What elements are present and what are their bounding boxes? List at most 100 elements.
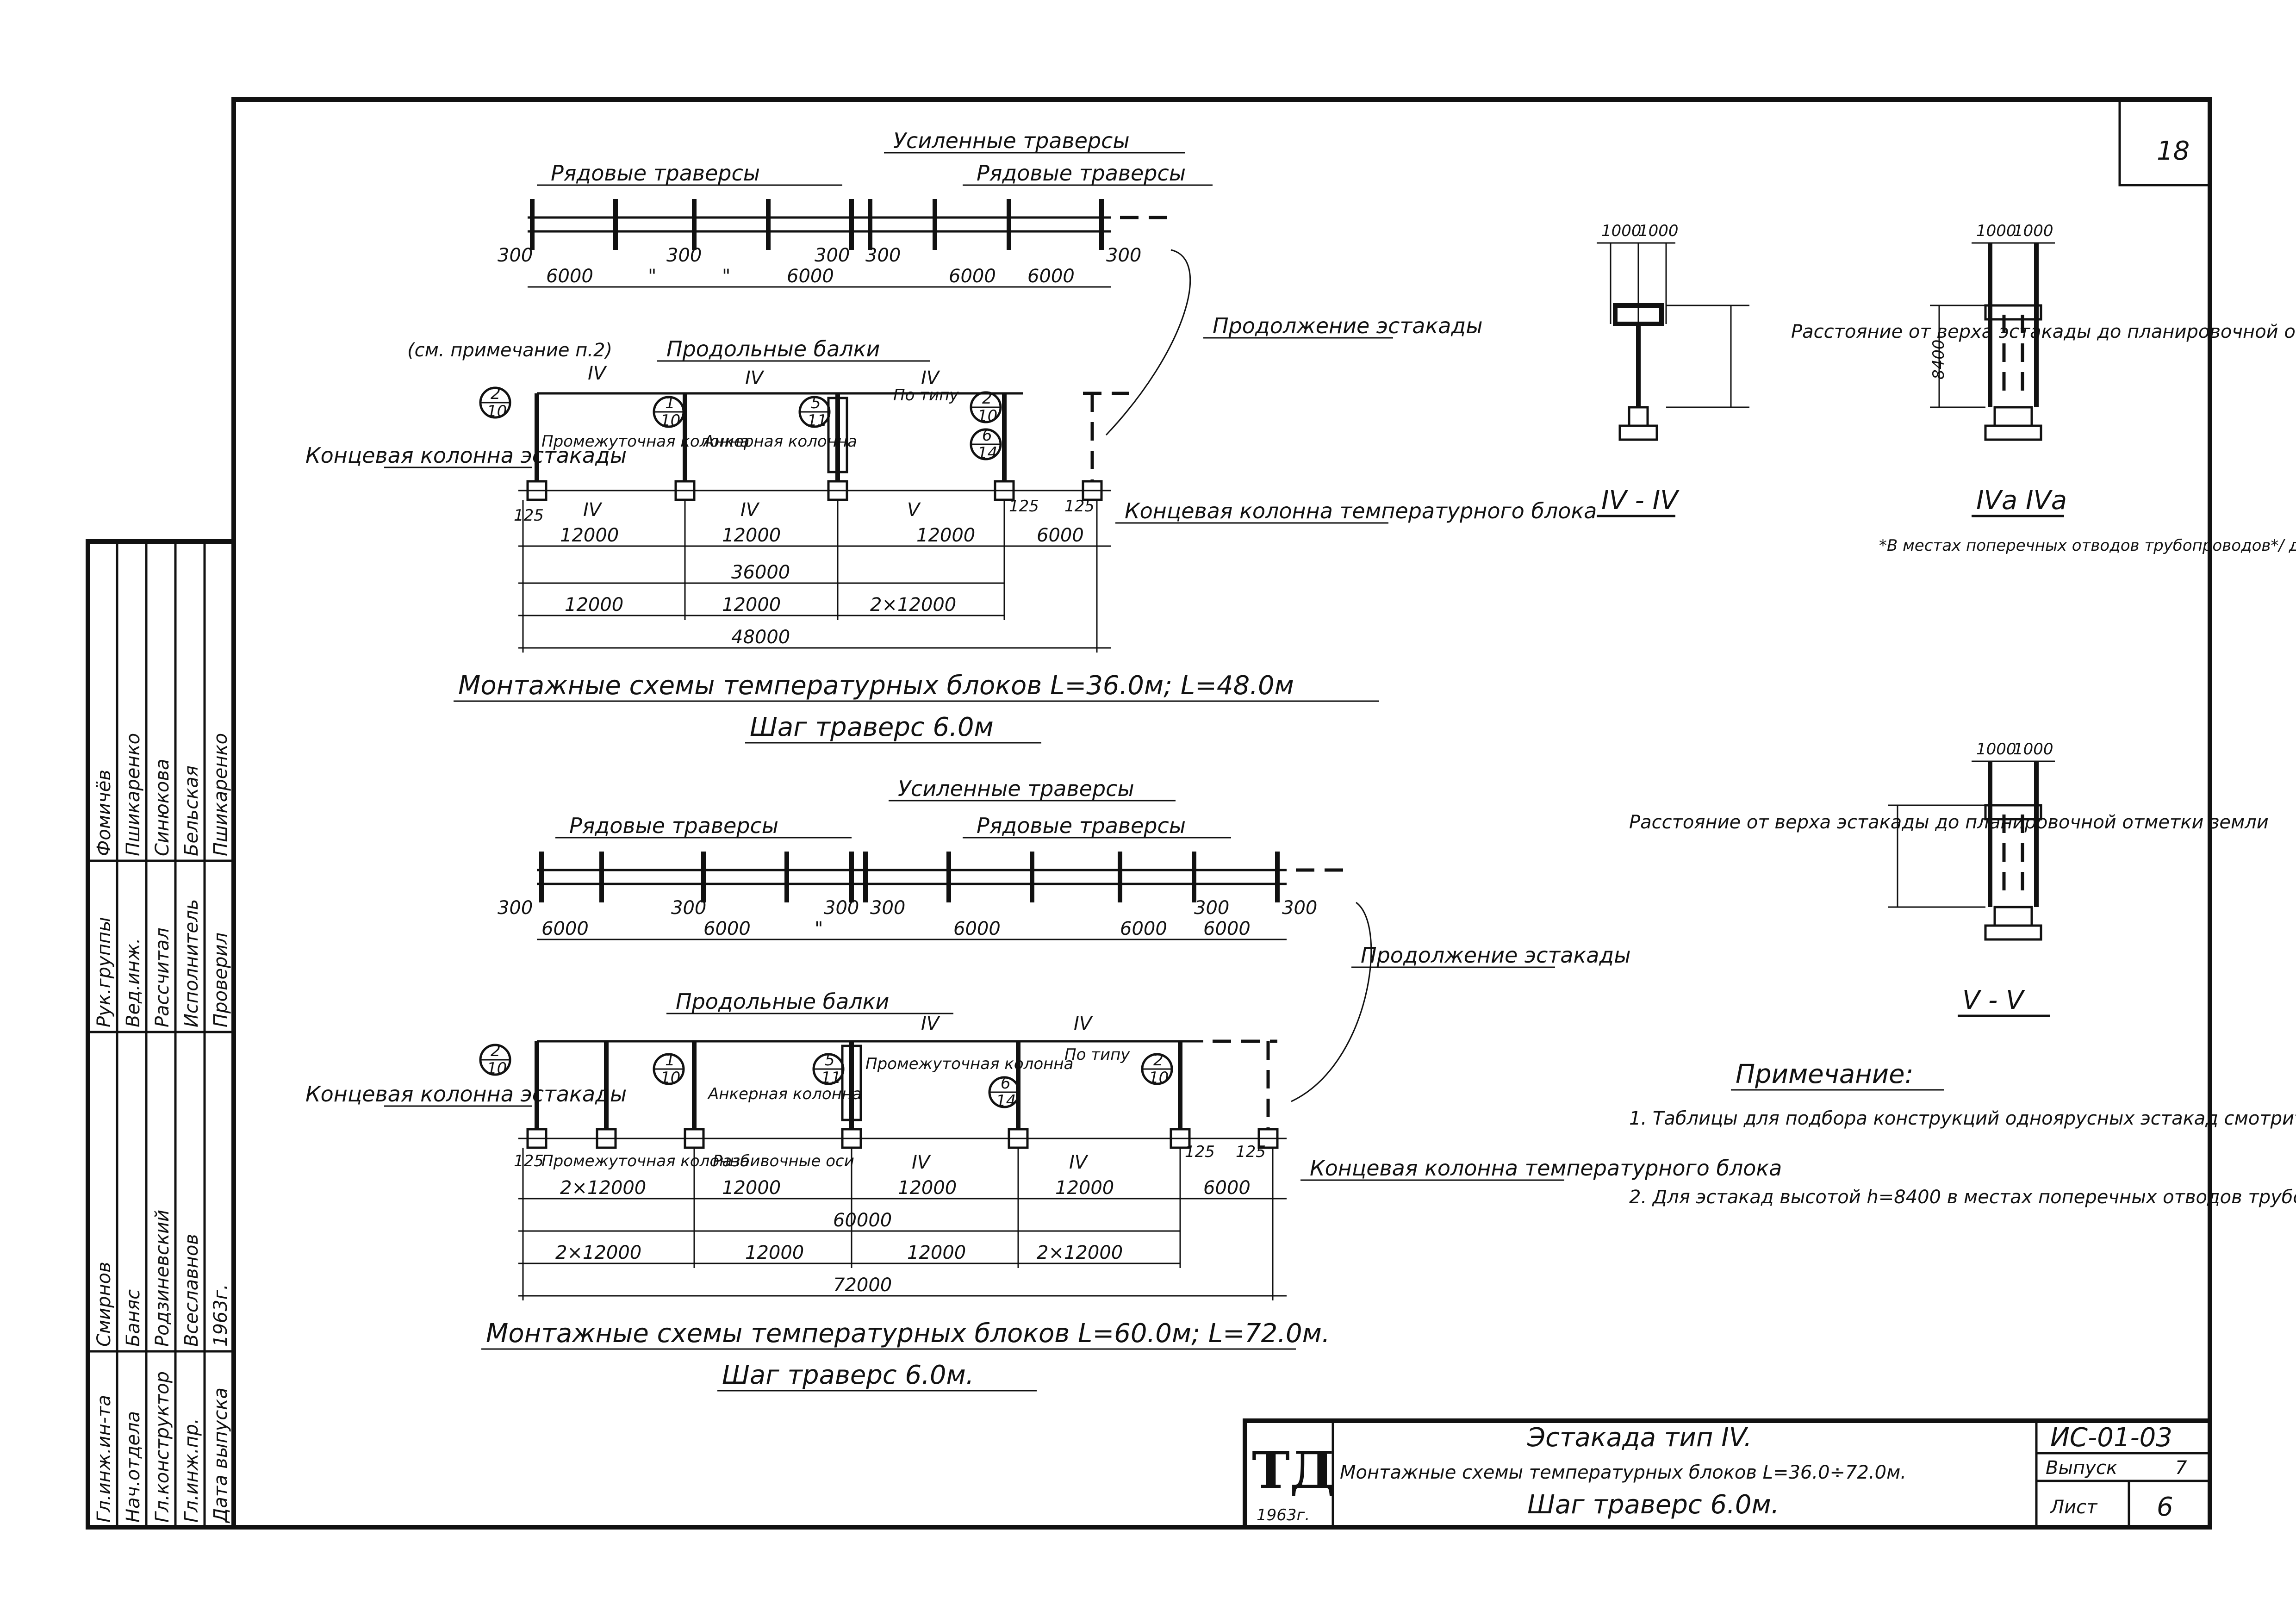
- s2-callout-4: 6 14: [988, 1074, 1020, 1110]
- stamp-r1-e: Фомичёв: [93, 770, 115, 856]
- s1-dim-ditto-b: ": [722, 266, 730, 287]
- s1-callout-1: 2 10: [479, 385, 511, 421]
- s1-dim-12000-a: 12000: [560, 525, 619, 546]
- s2-section-iv-b: IV: [1074, 1013, 1093, 1034]
- svg-text:1: 1: [665, 394, 675, 412]
- s1-section-v-c: V: [907, 499, 921, 521]
- stamp-r1-b: Смирнов: [93, 1262, 115, 1347]
- s2-subtitle: Шаг траверс 6.0м.: [722, 1360, 974, 1390]
- stamp-r3-e: Синюкова: [152, 759, 173, 856]
- section-iv-dim-b: 1000: [1638, 222, 1679, 240]
- svg-text:5: 5: [811, 394, 821, 412]
- sheet-number-box: [2118, 98, 2211, 187]
- section-iva-dim-a: 1000: [1976, 222, 2016, 240]
- note-1: 1. Таблицы для подбора конструкций одноя…: [1629, 1108, 2296, 1129]
- s1-section-iv-c: IV: [921, 367, 940, 389]
- s1-dim-row3-c: 2×12000: [870, 594, 956, 616]
- stamp-r1-a: Гл.инж.ин-та: [93, 1395, 115, 1523]
- s2-dim-300-e: 300: [1194, 897, 1229, 919]
- s2-reinforced-traverses: Усиленные траверсы: [898, 776, 1134, 801]
- s1-dim-300-d: 300: [865, 245, 901, 266]
- s1-dim-6000: 6000: [1037, 525, 1084, 546]
- sheet-label: Лист: [2049, 1497, 2098, 1518]
- s2-dim-ditto: ": [815, 918, 823, 939]
- stamp-r5-a: Дата выпуска: [210, 1387, 231, 1524]
- sheet-number: 18: [2157, 136, 2190, 166]
- svg-text:11: 11: [821, 1069, 841, 1087]
- section-iv-note: Расстояние от верха эстакады до планиров…: [1791, 321, 2296, 342]
- s1-dim-6000-d: 6000: [1027, 266, 1075, 287]
- s1-callout-4: 2 10: [970, 389, 1002, 425]
- stamp-r1-d: Рук.группы: [93, 917, 115, 1027]
- svg-text:10: 10: [660, 411, 680, 430]
- section-iv-iv: 1000 1000 Расстояние от верха эстакады д…: [1597, 222, 2296, 517]
- s1-dim-300-b: 300: [666, 245, 702, 266]
- svg-text:5: 5: [825, 1051, 835, 1070]
- svg-text:2: 2: [982, 389, 992, 408]
- s2-dim-60000: 60000: [833, 1210, 892, 1231]
- s1-callout-3: 5 11: [798, 394, 831, 430]
- section-iv-label: IV - IV: [1601, 485, 1680, 516]
- s1-dim-row3-a: 12000: [565, 594, 623, 616]
- s2-continuation: Продолжение эстакады: [1361, 943, 1631, 968]
- s1-end-column: Концевая колонна эстакады: [305, 443, 627, 468]
- s1-row-traverses-right: Рядовые траверсы: [977, 161, 1186, 186]
- s1-dim-ditto-a: ": [648, 266, 656, 287]
- stamp-r2-e: Пшикаренко: [123, 733, 144, 856]
- s2-dim-6000-a: 6000: [541, 918, 589, 939]
- logo-year: 1963г.: [1257, 1506, 1310, 1524]
- s2-callout-1: 2 10: [479, 1042, 511, 1078]
- stamp-r2-a: Нач.отдела: [123, 1411, 144, 1523]
- svg-text:14: 14: [996, 1092, 1016, 1110]
- s2-dim-300-c: 300: [824, 897, 859, 919]
- stamp-r4-b: Всеславнов: [181, 1234, 202, 1347]
- s2-dim-row1-a: 2×12000: [560, 1177, 646, 1199]
- s2-small-dim-c: 125: [1236, 1143, 1266, 1161]
- s2-intermediate-column-a: Промежуточная колонна: [541, 1152, 749, 1170]
- svg-text:10: 10: [487, 402, 507, 421]
- s2-row-traverses-right: Рядовые траверсы: [977, 813, 1186, 838]
- s1-dim-row3-b: 12000: [722, 594, 781, 616]
- s2-dim-6000-c: 6000: [953, 918, 1001, 939]
- s2-temp-end-column: Концевая колонна температурного блока: [1310, 1156, 1782, 1181]
- section-iv-dim-a: 1000: [1601, 222, 1642, 240]
- title-block: ТД 1963г. Эстакада тип IV. Монтажные схе…: [1243, 1418, 2212, 1530]
- s1-dim-12000-b: 12000: [722, 525, 781, 546]
- section-v-note: Расстояние от верха эстакады до планиров…: [1629, 812, 2269, 833]
- issue-label: Выпуск: [2046, 1457, 2117, 1479]
- s2-dim-lines: [518, 1148, 1287, 1300]
- svg-text:2: 2: [491, 1042, 501, 1060]
- s1-dim-300-c: 300: [815, 245, 850, 266]
- s2-callout-3: 5 11: [812, 1051, 845, 1087]
- stamp-r4-d: Исполнитель: [181, 899, 202, 1027]
- svg-text:6: 6: [982, 426, 992, 445]
- s2-dim-row1-b: 12000: [722, 1177, 781, 1199]
- doc-code: ИС-01-03: [2050, 1423, 2172, 1453]
- svg-text:10: 10: [977, 407, 997, 425]
- section-iva-height: 8400: [1929, 339, 1948, 379]
- s2-expansion-axes: Разбивочные оси: [713, 1152, 854, 1170]
- s1-title: Монтажные схемы температурных блоков L=3…: [458, 671, 1294, 701]
- svg-text:2: 2: [491, 385, 501, 403]
- s1-small-dim-a: 125: [514, 506, 544, 525]
- section-v-v: 1000 1000 Расстояние от верха эстакады д…: [1629, 740, 2269, 1017]
- logo-td: ТД: [1252, 1440, 1335, 1500]
- s2-dim-6000-d: 6000: [1120, 918, 1167, 939]
- s1-longitudinal-beams: Продольные балки: [666, 336, 880, 361]
- stamp-r5-d: Проверил: [210, 933, 231, 1027]
- s1-by-type: По типу: [893, 386, 959, 404]
- s2-anchor-column: Анкерная колонна: [707, 1085, 862, 1103]
- s1-dim-6000-c: 6000: [949, 266, 996, 287]
- s1-dim-36000: 36000: [731, 562, 790, 583]
- title-line-3: Шаг траверс 6.0м.: [1527, 1490, 1780, 1520]
- issue-value: 7: [2175, 1457, 2187, 1479]
- s1-dim-lines: [518, 500, 1111, 653]
- s2-dim-row3-a: 2×12000: [555, 1242, 641, 1263]
- notes-heading: Примечание:: [1736, 1059, 1913, 1089]
- s1-callout-5: 6 14: [970, 426, 1002, 462]
- s1-dim-6000-a: 6000: [546, 266, 593, 287]
- note-2: 2. Для эстакад высотой h=8400 в местах п…: [1629, 1187, 2296, 1208]
- s2-dim-row3-b: 12000: [745, 1242, 804, 1263]
- s1-continuation: Продолжение эстакады: [1213, 313, 1483, 338]
- section-v-dim-b: 1000: [2013, 740, 2053, 759]
